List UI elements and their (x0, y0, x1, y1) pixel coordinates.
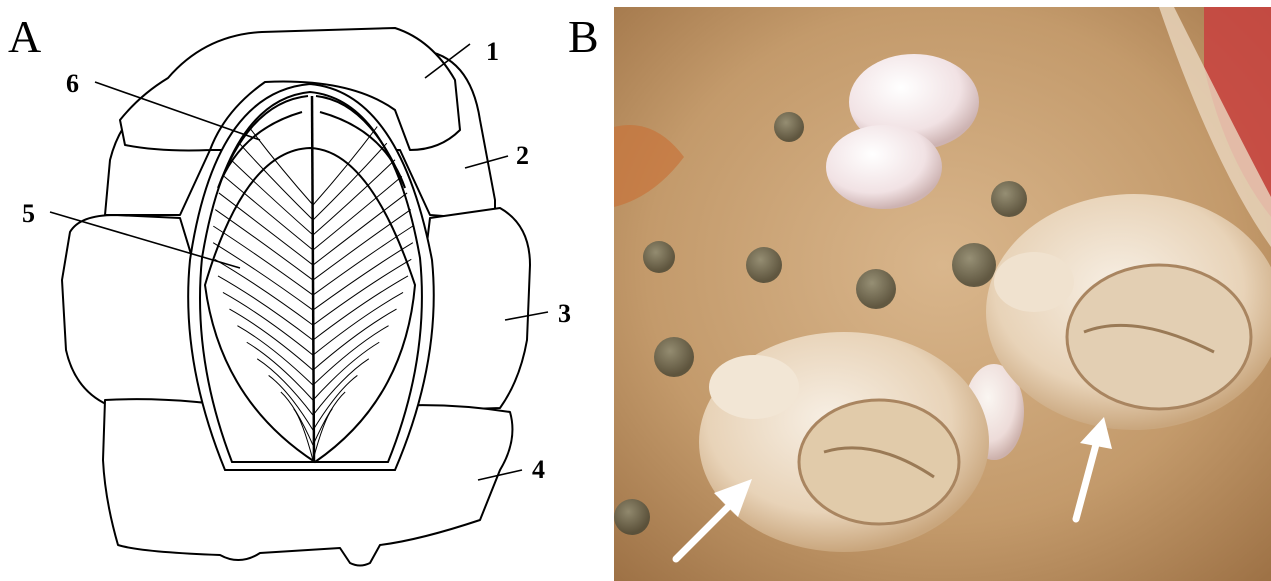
callout-1: 1 (486, 37, 499, 66)
barnacle-left (699, 332, 989, 552)
callout-3: 3 (558, 299, 571, 328)
barnacle-line-drawing: 1 2 3 4 5 6 (0, 0, 600, 581)
barnacle-right (986, 194, 1271, 430)
barnacle-photo (614, 7, 1271, 581)
callout-6: 6 (66, 69, 79, 98)
callout-2: 2 (516, 141, 529, 170)
callout-4: 4 (532, 455, 545, 484)
callout-5: 5 (22, 199, 35, 228)
